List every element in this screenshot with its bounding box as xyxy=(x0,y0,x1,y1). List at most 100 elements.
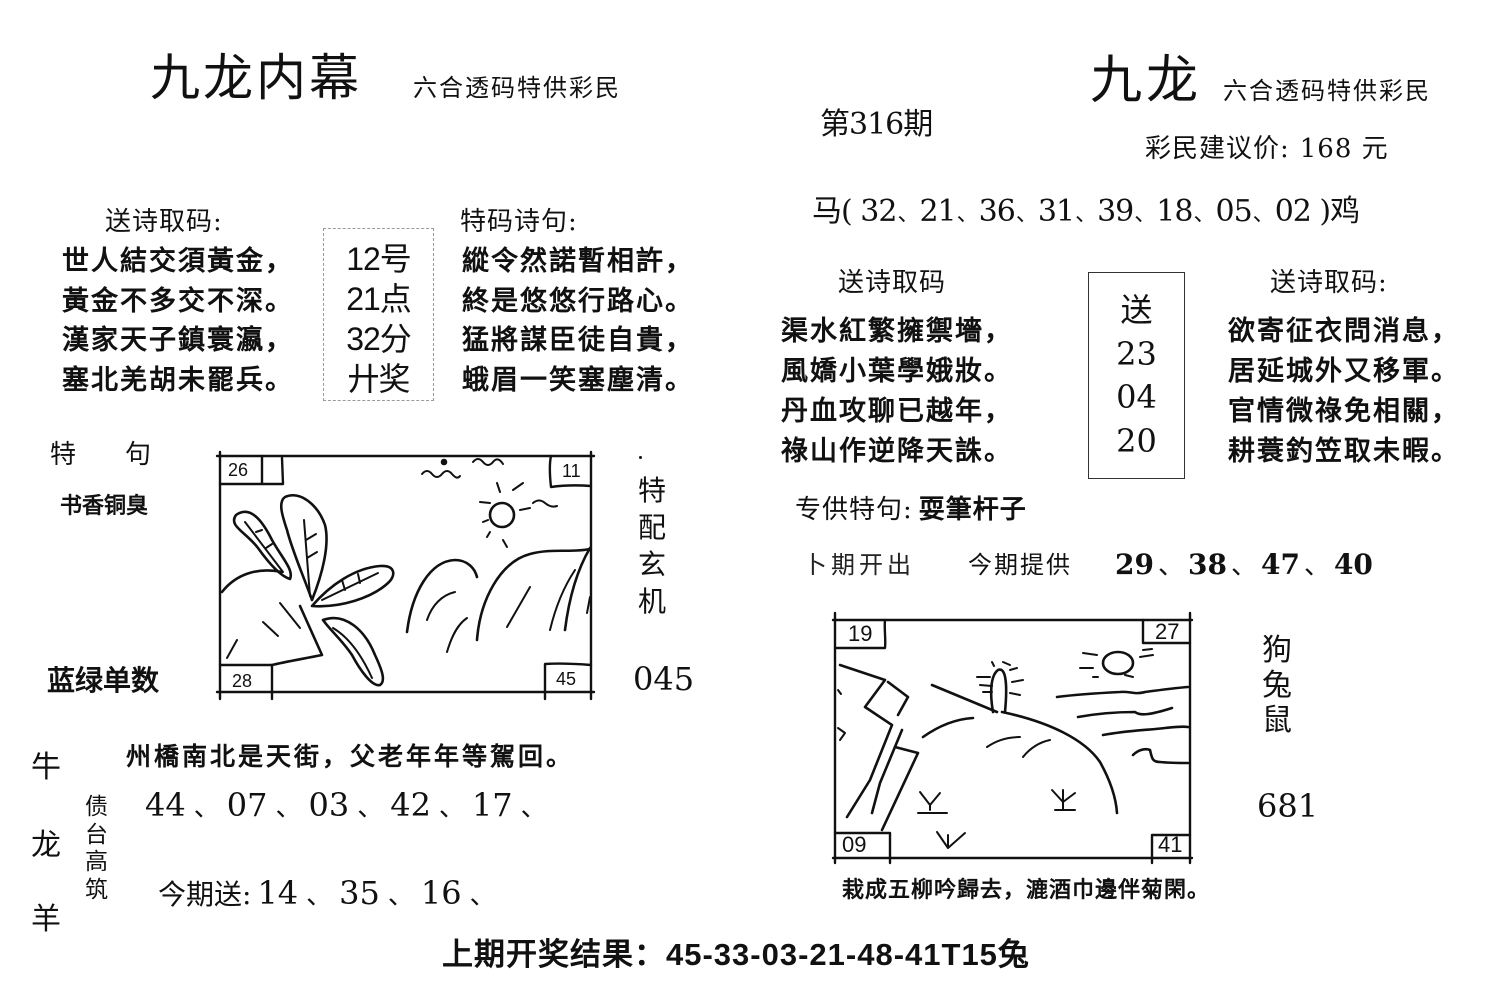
number: 02 xyxy=(1274,194,1312,229)
zodiac-rooster: 鸡 xyxy=(1330,194,1360,229)
leaf-sketch xyxy=(232,510,293,581)
last-draw-label: 上期开奖结果： xyxy=(442,937,666,972)
number: 38 xyxy=(1187,548,1227,581)
number: 16 xyxy=(420,874,462,912)
special-phrase-label-b: 句 xyxy=(125,440,152,470)
corner-number-top-right: 11 xyxy=(562,461,581,481)
draw-time-line: 12号 xyxy=(346,241,412,277)
verse-line: 州橋南北是天街，父老年年等駕回。 xyxy=(126,742,575,771)
number: 03 xyxy=(308,786,350,824)
zodiac-horse: 马 xyxy=(812,194,842,229)
vertical-char: 鼠 xyxy=(1262,703,1292,738)
zodiac-dragon: 龙 xyxy=(31,828,61,863)
right-title: 九龙 xyxy=(1090,51,1203,111)
price-label: 彩民建议价: xyxy=(1145,134,1290,164)
separator: 、 xyxy=(1157,551,1184,581)
vertical-char: 债 xyxy=(85,794,108,820)
poem-line: 渠水紅繁擁禦墻， xyxy=(781,316,1013,347)
poem-line: 終是悠悠行路心。 xyxy=(462,285,694,317)
poem-special-heading: 特码诗句: xyxy=(460,207,578,237)
poem-line: 蛾眉一笑塞塵清。 xyxy=(462,364,694,396)
number: 39 xyxy=(1097,194,1134,229)
separator: 、 xyxy=(1075,202,1097,227)
poem-line: 塞北羌胡未罷兵。 xyxy=(62,364,294,396)
side-number: 681 xyxy=(1257,787,1319,825)
corner-number-bottom-left: 09 xyxy=(842,832,867,857)
poem-line: 居延城外又移軍。 xyxy=(1228,356,1460,387)
number: 42 xyxy=(390,786,431,824)
number: 21 xyxy=(919,194,956,229)
open-paren: ( xyxy=(841,194,853,229)
sun-sketch xyxy=(1101,650,1135,676)
poem-line: 風嬌小葉學娥妝。 xyxy=(781,356,1013,387)
separator: 、 xyxy=(520,793,547,823)
poem-line: 官情微祿免相關， xyxy=(1228,396,1460,427)
number: 36 xyxy=(978,194,1016,229)
sun-sketch xyxy=(488,501,516,529)
vertical-char: 玄 xyxy=(638,548,667,581)
separator: 、 xyxy=(193,793,220,823)
number: 47 xyxy=(1260,548,1300,581)
draw-time-line: 廾奖 xyxy=(347,361,410,397)
poem-gift-heading: 送诗取码: xyxy=(105,207,223,237)
separator: 、 xyxy=(387,881,414,911)
number: 17 xyxy=(471,786,513,824)
number: 44 xyxy=(145,786,186,824)
separator: 、 xyxy=(1303,551,1330,581)
number: 05 xyxy=(1215,194,1252,229)
idiom-vertical: 债 台 高 筑 xyxy=(85,794,108,904)
featured-numbers-row: 44、07、03、42、17、 xyxy=(145,787,554,826)
last-draw-value: 45-33-03-21-48-41T15兔 xyxy=(666,937,1030,972)
draw-time-box: 12号 21点 32分 廾奖 xyxy=(323,228,434,401)
corner-number-top-right: 27 xyxy=(1155,619,1180,644)
separator: 、 xyxy=(1134,202,1156,227)
separator: 、 xyxy=(1015,202,1038,227)
separator: 、 xyxy=(956,202,979,227)
special-phrase-label-a: 特 xyxy=(50,440,77,470)
dot-mark xyxy=(639,456,642,459)
poem-line: 世人結交須黃金， xyxy=(62,246,294,277)
vertical-char: 狗 xyxy=(1262,633,1292,668)
poem-line: 猛將謀臣徒自貴， xyxy=(462,325,694,356)
left-subtitle: 六合透码特供彩民 xyxy=(413,74,621,102)
gift-numbers-box: 送 23 04 20 xyxy=(1088,272,1185,479)
horse-rooster-numbers: 马( 32、21、36、31、39、18、05、02 )鸡 xyxy=(812,194,1360,231)
corner-number-top-left: 19 xyxy=(848,621,873,646)
separator: 、 xyxy=(306,881,333,911)
provided-numbers: 29、38、47、40 xyxy=(1115,549,1373,582)
price-value: 168 元 xyxy=(1299,134,1389,164)
corner-number-bottom-right: 41 xyxy=(1158,832,1183,857)
provided-label: 今期提供 xyxy=(968,551,1072,579)
poem-line: 縱令然諾暫相許， xyxy=(462,246,694,277)
gift-box-line: 送 xyxy=(1120,291,1153,329)
gift-box-line: 04 xyxy=(1116,378,1157,416)
vertical-char: 高 xyxy=(85,849,108,875)
separator: 、 xyxy=(357,793,384,823)
this-issue-send-row: 今期送:14、35、16、 xyxy=(158,875,503,914)
separator: 、 xyxy=(1252,202,1275,227)
poem-line: 漢家天子鎮寰瀛， xyxy=(62,325,294,356)
close-paren: ) xyxy=(1319,194,1331,229)
left-picture-frame xyxy=(215,450,596,701)
zodiac-goat: 羊 xyxy=(31,902,61,937)
right-poem-left: 渠水紅繁擁禦墻， 風嬌小葉學娥妝。 丹血攻聊已越年， 祿山作逆降天誅。 xyxy=(781,312,1013,472)
separator: 、 xyxy=(1193,202,1215,227)
vertical-char: 兔 xyxy=(1262,668,1292,703)
right-poem-right: 欲寄征衣問消息， 居延城外又移軍。 官情微祿免相關， 耕蓑釣笠取未暇。 xyxy=(1228,312,1460,472)
poem-line: 黃金不多交不深。 xyxy=(62,285,294,317)
color-hint: 蓝绿单数 xyxy=(47,664,160,697)
separator: 、 xyxy=(438,793,465,823)
exclusive-phrase-value: 耍筆杆子 xyxy=(918,495,1027,525)
corner-number-bottom-left: 28 xyxy=(232,671,253,691)
this-issue-send-label: 今期送: xyxy=(158,878,252,911)
poem-line: 耕蓑釣笠取未暇。 xyxy=(1228,436,1460,467)
vertical-char: 配 xyxy=(638,511,667,544)
number: 31 xyxy=(1037,194,1075,229)
separator: 、 xyxy=(469,881,496,911)
right-poem-right-heading: 送诗取码: xyxy=(1270,268,1388,298)
special-phrase-value: 书香铜臭 xyxy=(60,493,149,519)
gift-box-line: 23 xyxy=(1116,334,1157,373)
number: 14 xyxy=(257,874,299,912)
right-picture-frame xyxy=(831,611,1194,865)
